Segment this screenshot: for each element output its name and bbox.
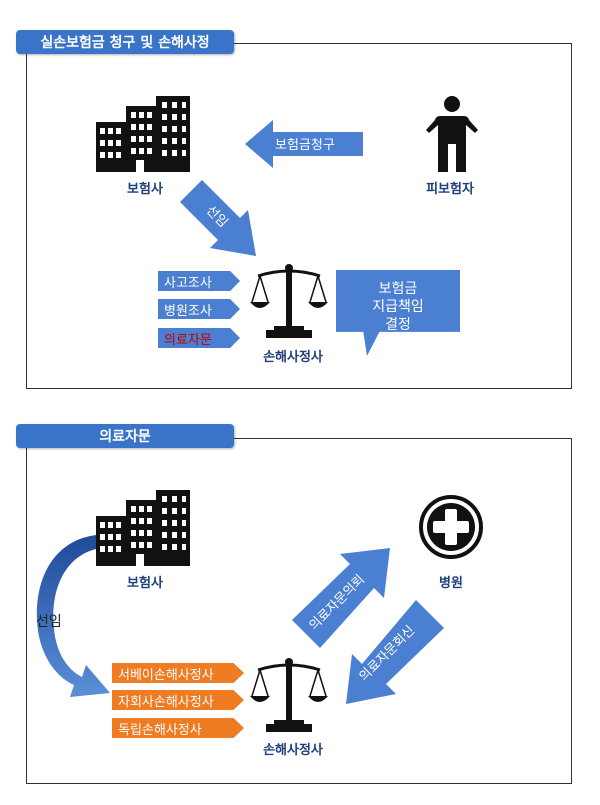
person-icon [426,96,478,172]
task-accident-investigation: 사고조사 [158,271,240,291]
decision-line-2: 지급책임 [372,299,424,315]
decision-line-3: 결정 [385,317,411,333]
adjuster-type-subsidiary: 자회사손해사정사 [112,690,244,710]
scale-icon [250,264,328,338]
task-hospital-investigation: 병원조사 [158,299,240,319]
claim-process-panel [26,43,572,389]
claim-arrow [245,120,363,168]
building-icon [96,490,190,566]
building-icon [96,96,190,172]
section2-title: 의료자문 [16,424,234,448]
medical-cross-icon [419,495,483,559]
reply-arrow [346,600,444,704]
decision-line-1: 보험금 [378,281,418,297]
insurer-label: 보험사 [127,576,163,591]
appoint-label: 선임 [36,614,62,630]
task-medical-consultation: 의료자문 [158,328,240,348]
medical-consultation-panel [26,438,572,784]
adjuster-label: 손해사정사 [263,350,323,365]
section1-title: 실손보험금 청구 및 손해사정 [16,30,234,54]
insurer-label: 보험사 [127,182,163,197]
adjuster-type-survey: 서베이손해사정사 [112,663,244,683]
insured-label: 피보험자 [426,182,474,197]
request-arrow [292,548,390,648]
appoint-curved-arrow [36,535,111,697]
appoint-arrow [180,180,256,256]
adjuster-label: 손해사정사 [263,743,323,758]
claim-arrow-label: 보험금청구 [275,138,335,153]
scale-icon [250,658,328,732]
hospital-label: 병원 [439,576,463,591]
adjuster-type-independent: 독립손해사정사 [112,718,244,738]
